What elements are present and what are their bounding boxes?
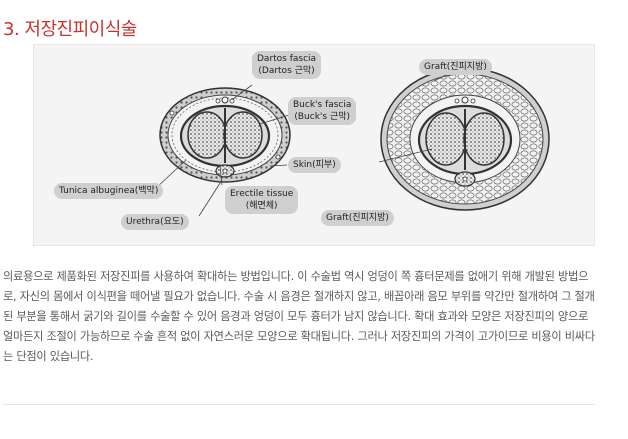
left-cross-section [159,87,291,183]
cross-section-illustration [154,67,550,217]
page-title: 3. 저장진피이식술 [3,19,137,41]
label-erectile-tissue: Erectile tissue (해면체) [225,186,299,214]
label-dartos-fascia: Dartos fascia (Dartos 근막) [252,51,322,79]
label-graft-top: Graft(진피지방) [419,59,492,75]
label-graft-bottom: Graft(진피지방) [321,210,394,226]
label-skin: Skin(피부) [288,157,341,173]
label-bucks-fascia: Buck's fascia (Buck's 근막) [288,97,357,125]
description-paragraph: 의료용으로 제품화된 저장진피를 사용하여 확대하는 방법입니다. 이 수술법 … [3,270,595,363]
label-tunica-albuginea: Tunica albuginea(백막) [54,183,164,199]
right-cross-section [380,67,550,211]
label-urethra: Urethra(요도) [121,214,189,230]
section-divider [3,404,595,405]
cross-section-figure: Dartos fascia (Dartos 근막) Buck's fascia … [33,44,595,246]
